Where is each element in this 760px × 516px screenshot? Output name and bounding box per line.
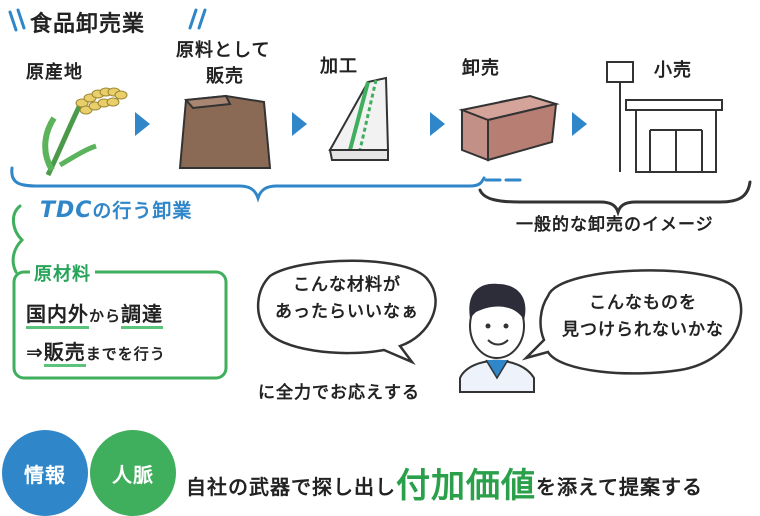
arrow-right-icon	[572, 112, 587, 136]
title-accent-right	[188, 8, 207, 30]
value-proposition-pre: 自社の武器で探し出し	[186, 475, 396, 499]
from-text: から	[89, 307, 122, 325]
stage-label-retail: 小売	[654, 60, 692, 81]
stage-label-raw-material-line2: 販売	[206, 66, 244, 87]
until-text: までを行う	[85, 345, 166, 363]
stage-label-wholesale: 卸売	[462, 58, 500, 79]
network-circle: 人脈	[90, 430, 176, 516]
value-proposition-post: を添えて提案する	[536, 475, 703, 499]
arrow-right-icon	[135, 112, 150, 136]
bubble-right-line2: 見つけられないかな	[562, 320, 724, 340]
tdc-heading-rest: の行う卸業	[92, 200, 193, 222]
page-title: 食品卸売業	[30, 12, 146, 37]
support-text: に全力でお応えする	[258, 383, 420, 403]
flow-arrows	[135, 112, 587, 136]
paper-bag-icon	[178, 94, 272, 169]
general-wholesale-brace	[478, 180, 752, 217]
stage-label-processing: 加工	[320, 56, 358, 77]
stage-label-raw-material: 原料として 販売	[176, 36, 270, 88]
sandwich-icon	[328, 76, 390, 161]
speech-bubble-left-text: こんな材料が あったらいいなぁ	[272, 272, 422, 326]
raw-material-heading: 原材料	[30, 260, 95, 286]
added-value-text: 付加価値	[396, 466, 536, 506]
info-circle: 情報	[2, 430, 88, 516]
arrow-right-icon	[292, 112, 307, 136]
speech-bubble-right	[521, 269, 743, 375]
value-proposition: 自社の武器で探し出し付加価値を添えて提案する	[186, 458, 703, 507]
domestic-overseas-text: 国内外	[26, 302, 89, 329]
general-wholesale-caption: 一般的な卸売のイメージ	[516, 215, 714, 235]
person-avatar	[459, 283, 535, 393]
speech-bubble-right-text: こんなものを 見つけられないかな	[554, 290, 732, 344]
cardboard-box-icon	[458, 94, 560, 162]
full-flow-brace	[10, 166, 486, 203]
store-icon	[606, 61, 723, 173]
bubble-right-line1: こんなものを	[589, 293, 697, 313]
speech-bubble-left	[257, 259, 437, 365]
tdc-brand: TDC	[40, 198, 93, 223]
arrow-icon: ⇒	[26, 340, 44, 364]
procure-text: 調達	[121, 302, 164, 329]
title-accent-left	[8, 8, 26, 32]
rice-plant-icon	[42, 87, 128, 177]
tdc-bracket	[11, 204, 25, 274]
raw-material-box	[12, 270, 228, 380]
bubble-left-line2: あったらいいなぁ	[275, 302, 419, 322]
stage-label-origin: 原産地	[26, 62, 83, 83]
sales-line: ⇒販売までを行う	[26, 336, 166, 367]
bubble-left-line1: こんな材料が	[293, 275, 401, 295]
stage-label-raw-material-line1: 原料として	[176, 40, 271, 61]
tdc-heading: TDCの行う卸業	[40, 196, 192, 223]
sales-text: 販売	[43, 340, 86, 367]
arrow-right-icon	[430, 112, 445, 136]
sourcing-line: 国内外から調達	[26, 298, 164, 329]
